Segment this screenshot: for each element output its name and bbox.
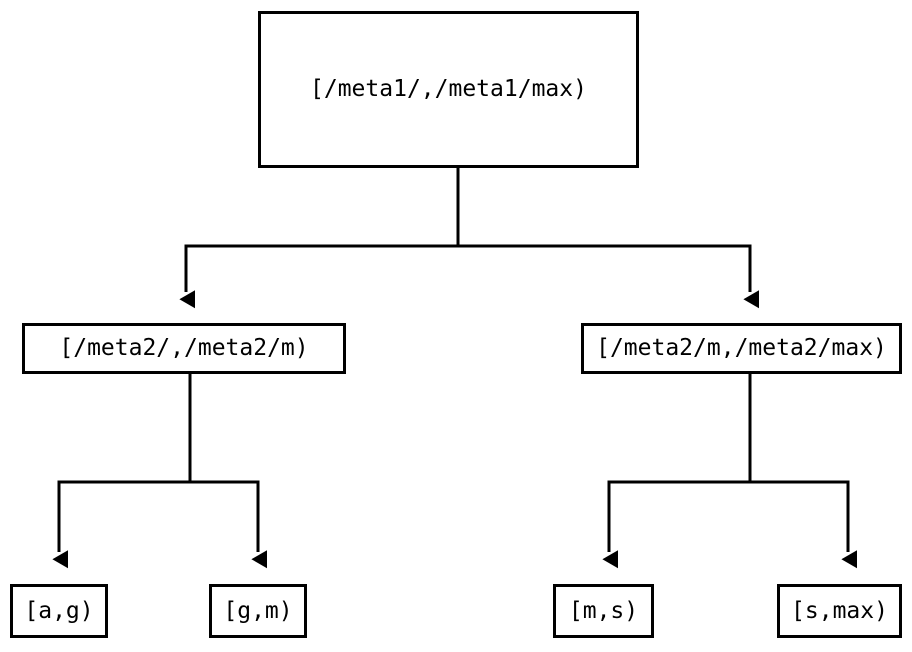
edge-mid-right-to-leaf-3 [602, 373, 752, 569]
node-leaf-1[interactable]: [a,g) [10, 584, 108, 638]
edge-mid-left-to-leaf-2 [188, 373, 267, 569]
edge-mid-right-to-leaf-4 [748, 373, 857, 569]
node-leaf-1-label: [a,g) [24, 597, 94, 624]
edge-mid-left-to-leaf-1 [52, 373, 192, 569]
node-leaf-2[interactable]: [g,m) [209, 584, 307, 638]
node-leaf-3-label: [m,s) [568, 597, 639, 624]
node-leaf-4-label: [s,max) [791, 597, 888, 624]
node-root[interactable]: [/meta1/,/meta1/max) [258, 11, 639, 168]
edge-root-to-mid-left [179, 167, 460, 309]
node-leaf-3[interactable]: [m,s) [553, 584, 654, 638]
node-mid-right[interactable]: [/meta2/m,/meta2/max) [581, 323, 902, 374]
node-mid-left-label: [/meta2/,/meta2/m) [59, 335, 309, 361]
edge-root-to-mid-right [456, 167, 759, 309]
node-mid-left[interactable]: [/meta2/,/meta2/m) [22, 323, 346, 374]
node-mid-right-label: [/meta2/m,/meta2/max) [596, 335, 887, 361]
node-leaf-4[interactable]: [s,max) [777, 584, 902, 638]
node-root-label: [/meta1/,/meta1/max) [310, 76, 587, 102]
node-leaf-2-label: [g,m) [223, 597, 293, 624]
